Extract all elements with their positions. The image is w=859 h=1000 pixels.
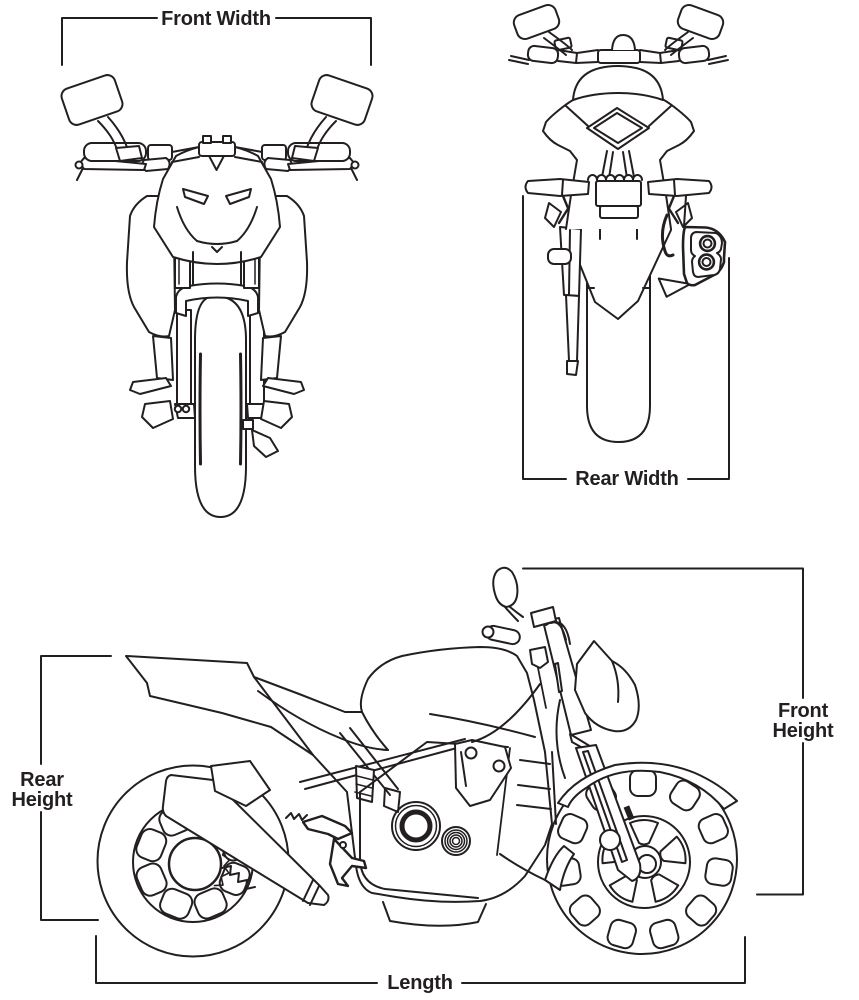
svg-text:Height: Height <box>11 789 73 811</box>
svg-text:Front Width: Front Width <box>161 8 271 30</box>
svg-text:Front: Front <box>778 700 829 722</box>
svg-text:Length: Length <box>387 972 452 994</box>
svg-text:Rear: Rear <box>20 769 64 791</box>
svg-text:Height: Height <box>772 720 834 742</box>
svg-text:Rear Width: Rear Width <box>575 468 678 490</box>
